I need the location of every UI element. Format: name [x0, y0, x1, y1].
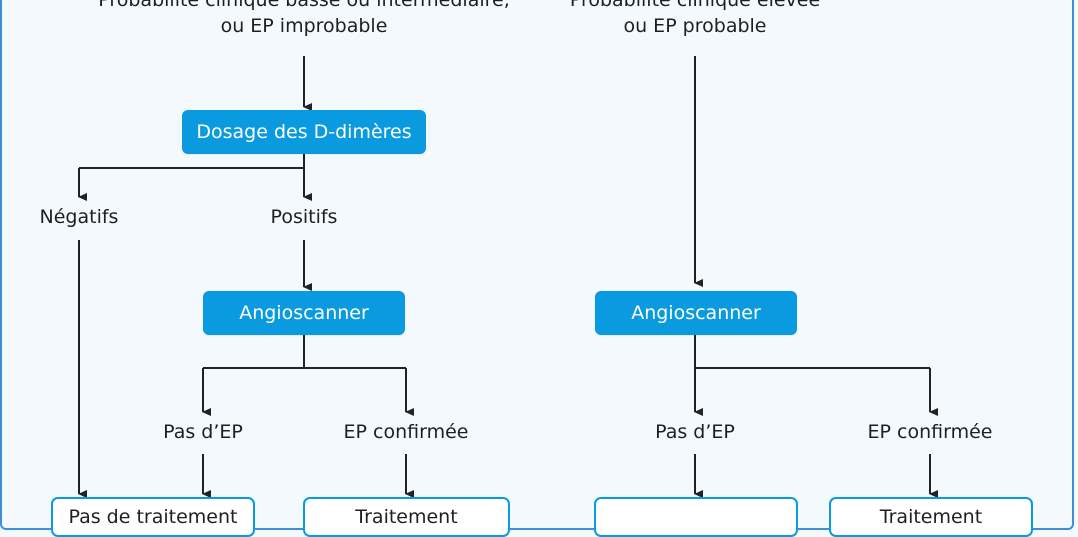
- outcome-label-4: Traitement: [879, 506, 983, 528]
- label-ep-confirmee-right: EP confirmée: [867, 421, 993, 443]
- angioscanner-left-box: Angioscanner: [203, 291, 405, 335]
- ddimer-box: Dosage des D-dimères: [182, 110, 426, 154]
- flow-connectors: [78, 56, 938, 498]
- header-left: Probabilité clinique basse ou intermédia…: [98, 0, 510, 39]
- outcome-box-treatment-right: Traitement: [829, 497, 1033, 537]
- angioscanner-right-box: Angioscanner: [595, 291, 797, 335]
- outcome-label-1: Pas de traitement: [68, 506, 238, 528]
- header-left-line1: Probabilité clinique basse ou intermédia…: [98, 0, 510, 11]
- label-negatifs: Négatifs: [39, 206, 119, 228]
- label-pas-ep-left: Pas d’EP: [163, 421, 243, 443]
- label-ep-confirmee-left: EP confirmée: [343, 421, 469, 443]
- outcome-label-2: Traitement: [355, 506, 458, 528]
- outcome-box-no-treatment-left: Pas de traitement: [51, 497, 255, 537]
- outcome-box-treatment-left: Traitement: [303, 497, 510, 537]
- header-right-line2: ou EP probable: [623, 15, 767, 37]
- label-positifs: Positifs: [270, 206, 338, 228]
- header-left-line2: ou EP improbable: [220, 15, 388, 37]
- header-right: Probabilité clinique élevée ou EP probab…: [570, 0, 820, 39]
- outcome-box-right-1: [594, 497, 798, 537]
- header-right-line1: Probabilité clinique élevée: [569, 0, 821, 11]
- label-pas-ep-right: Pas d’EP: [655, 421, 735, 443]
